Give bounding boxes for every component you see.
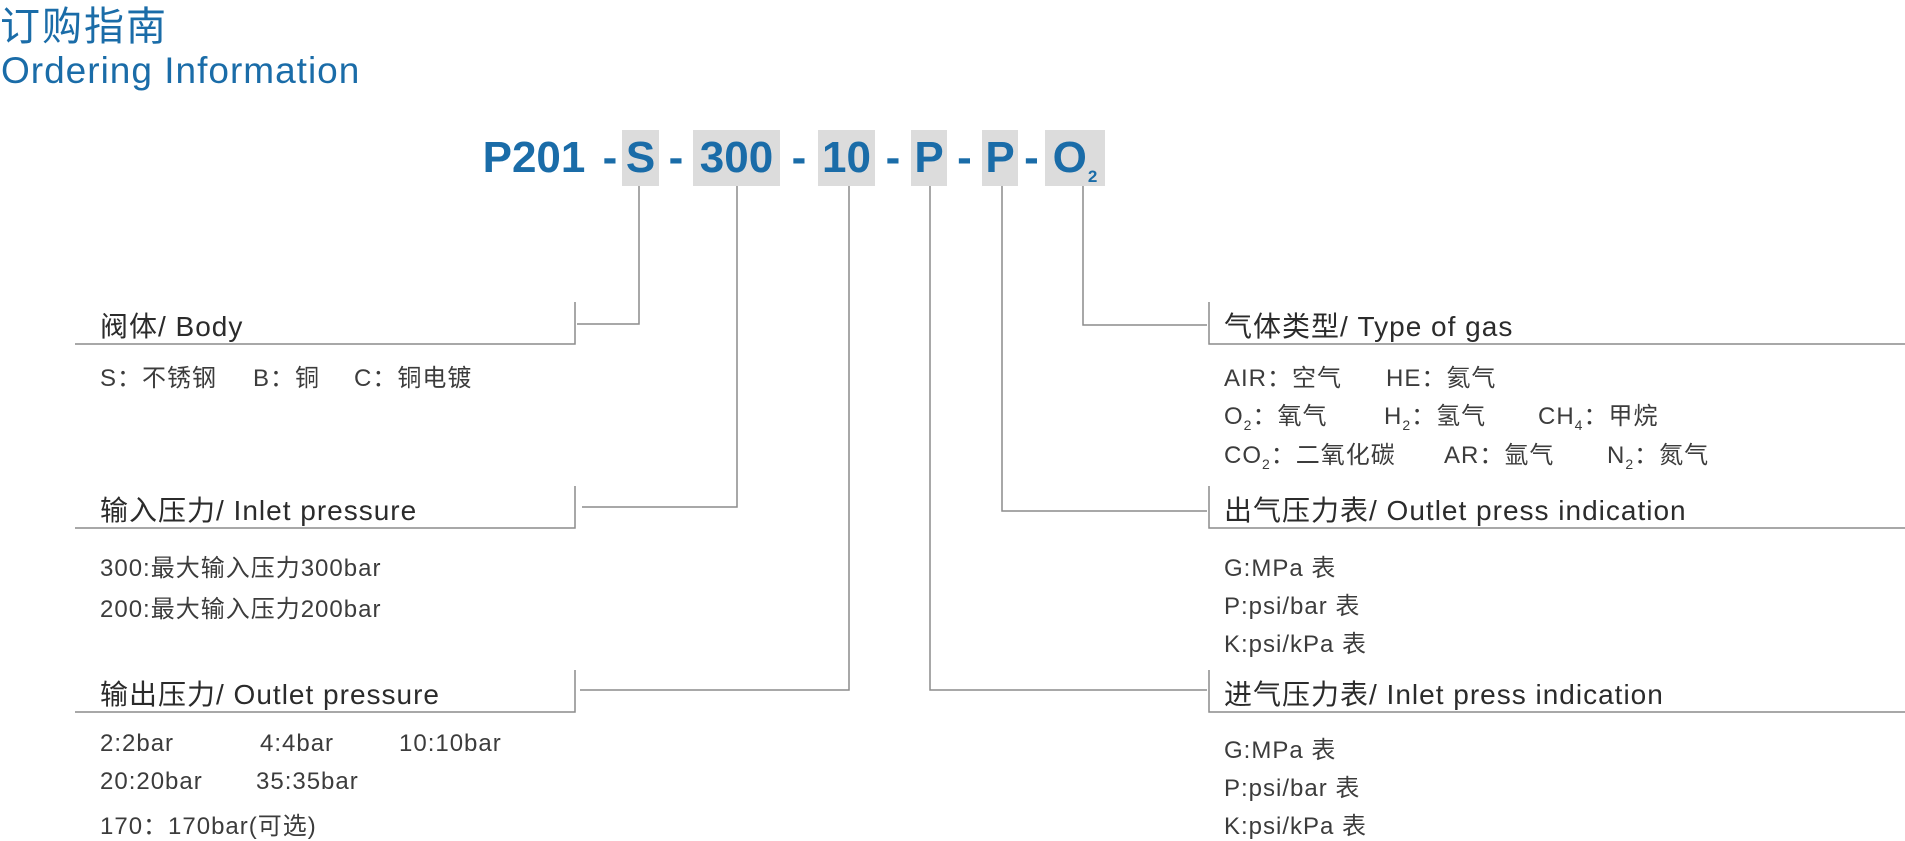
outlet-pressure-row: 20:20bar 35:35bar xyxy=(100,768,359,796)
code-separator: - xyxy=(1024,133,1039,182)
code-segment-gas: O2 xyxy=(1045,130,1105,186)
outlet-option: 2:2bar xyxy=(100,730,175,757)
code-segment-inlet-gauge: P xyxy=(911,130,947,186)
connector-inlet-pressure xyxy=(582,186,738,508)
inlet-gauge-option: G:MPa 表 xyxy=(1224,737,1337,764)
gas-subscript: 2 xyxy=(1402,417,1412,433)
body-option-s: S：不锈钢 xyxy=(100,365,218,392)
connector-outlet-pressure xyxy=(580,186,850,691)
inlet-gauge-title: 进气压力表/ Inlet press indication xyxy=(1224,679,1664,710)
outlet-option: 10:10bar xyxy=(399,730,502,757)
body-title: 阀体/ Body xyxy=(100,311,244,342)
inlet-pressure-header-line xyxy=(75,486,576,529)
inlet-gauge-header-line xyxy=(1208,670,1905,713)
code-segment-inlet-pressure: 300 xyxy=(693,130,780,186)
gas-name: ：氢气 xyxy=(1411,403,1487,430)
code-segment-outlet-gauge: P xyxy=(982,130,1018,186)
gas-name: ：氧气 xyxy=(1252,403,1328,430)
connector-outlet-gauge xyxy=(1001,186,1207,512)
gas-label: CO xyxy=(1224,442,1262,469)
outlet-pressure-title: 输出压力/ Outlet pressure xyxy=(100,679,440,710)
gas-label: H xyxy=(1384,403,1403,430)
gas-option-o2: O2：氧气 xyxy=(1224,396,1384,433)
outlet-pressure-row: 2:2bar 4:4bar 10:10bar xyxy=(100,730,502,758)
inlet-pressure-option-300: 300:最大输入压力300bar xyxy=(100,555,382,582)
outlet-option: 4:4bar xyxy=(260,730,335,757)
outlet-option: 20:20bar xyxy=(100,768,203,795)
code-separator: - xyxy=(957,133,972,182)
body-option-c: C：铜电镀 xyxy=(354,365,473,392)
gas-subscript: 2 xyxy=(1243,417,1253,433)
connector-body xyxy=(577,186,640,325)
gas-option-co2: CO2：二氧化碳 xyxy=(1224,435,1444,472)
code-separator: - xyxy=(791,133,807,182)
connector-gas xyxy=(1082,186,1207,326)
gas-option-air: AIR：空气 xyxy=(1224,365,1343,392)
page-title-cn: 订购指南 xyxy=(0,5,168,49)
gas-option-he: HE：氦气 xyxy=(1386,365,1497,392)
code-separator: - xyxy=(602,133,618,182)
inlet-gauge-option: P:psi/bar 表 xyxy=(1224,775,1361,802)
connector-inlet-gauge xyxy=(929,186,1207,691)
gas-option-ch4: CH4：甲烷 xyxy=(1538,396,1658,433)
code-segment-outlet-pressure: 10 xyxy=(818,130,875,186)
gas-name: ：氮气 xyxy=(1634,442,1710,469)
gas-name: ：甲烷 xyxy=(1583,403,1659,430)
code-separator: - xyxy=(885,133,901,182)
model-code: P201 - S - 300 - 10 - P - P - O2 xyxy=(470,130,1105,186)
outlet-gauge-title: 出气压力表/ Outlet press indication xyxy=(1224,495,1687,526)
gas-row: AIR：空气 HE：氦气 xyxy=(1224,358,1496,393)
outlet-option: 170：170bar(可选) xyxy=(100,813,317,840)
outlet-option: 35:35bar xyxy=(256,768,359,795)
body-header-line xyxy=(75,302,576,345)
gas-subscript: 2 xyxy=(1262,456,1271,472)
outlet-pressure-header-line xyxy=(75,670,576,713)
code-segment-body: S xyxy=(622,130,659,186)
gas-code-main: O xyxy=(1052,133,1087,182)
gas-option-ar: AR：氩气 xyxy=(1444,442,1555,469)
outlet-gauge-option: P:psi/bar 表 xyxy=(1224,593,1361,620)
code-segment-series: P201 xyxy=(482,133,586,182)
gas-option-h2: H2：氢气 xyxy=(1384,396,1538,433)
inlet-pressure-option-200: 200:最大输入压力200bar xyxy=(100,596,382,623)
gas-label: CH xyxy=(1538,403,1575,430)
gas-name: ：二氧化碳 xyxy=(1270,442,1396,469)
gas-label: O xyxy=(1224,403,1244,430)
inlet-gauge-option: K:psi/kPa 表 xyxy=(1224,813,1368,840)
gas-subscript: 4 xyxy=(1574,417,1584,433)
body-option-b: B：铜 xyxy=(253,365,321,392)
gas-header-line xyxy=(1208,302,1905,345)
gas-subscript: 2 xyxy=(1625,456,1635,472)
outlet-gauge-option: K:psi/kPa 表 xyxy=(1224,631,1368,658)
gas-label: N xyxy=(1607,442,1626,469)
outlet-gauge-header-line xyxy=(1208,486,1905,529)
inlet-pressure-title: 输入压力/ Inlet pressure xyxy=(100,495,418,526)
gas-option-n2: N2：氮气 xyxy=(1607,435,1709,472)
outlet-gauge-option: G:MPa 表 xyxy=(1224,555,1337,582)
gas-code-subscript: 2 xyxy=(1087,167,1098,186)
gas-type-title: 气体类型/ Type of gas xyxy=(1224,311,1514,342)
body-options: S：不锈钢 B：铜 C：铜电镀 xyxy=(100,358,472,393)
page-title-en: Ordering Information xyxy=(1,50,361,91)
code-separator: - xyxy=(668,133,684,182)
